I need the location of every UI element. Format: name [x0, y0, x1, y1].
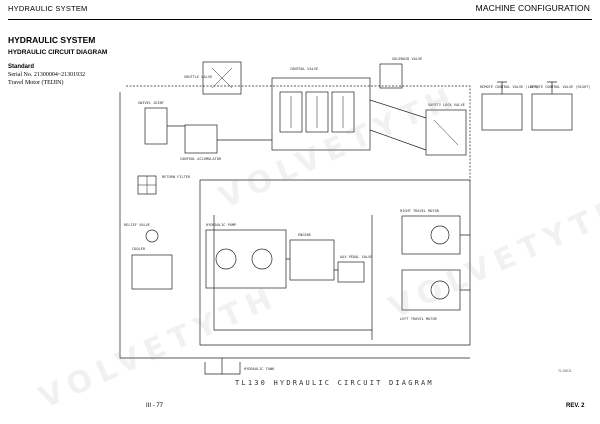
hydraulic-tank [204, 362, 241, 375]
cooler [131, 254, 173, 290]
header-section-name: HYDRAULIC SYSTEM [8, 4, 88, 13]
label-remote-right: REMOTE CONTROL VALVE (RIGHT) [530, 85, 591, 89]
label-swivel-joint: SWIVEL JOINT [138, 101, 165, 105]
pipe-d [286, 258, 338, 271]
pilot-line [126, 85, 471, 182]
shuttle-valve [202, 61, 242, 95]
diagram-reference-code: TL130J1 [558, 369, 572, 373]
header-rule [8, 19, 592, 20]
label-engine: ENGINE [298, 233, 311, 237]
pipe-a [167, 125, 272, 141]
main-circuit-line [199, 179, 471, 346]
remote-control-valve-left [481, 93, 523, 131]
label-control-accumulator: CONTROL ACCUMULATOR [180, 157, 222, 161]
label-cooler: COOLER [132, 247, 146, 251]
page-header: HYDRAULIC SYSTEM MACHINE CONFIGURATION [0, 0, 600, 26]
shuttle-valve-detail [211, 67, 233, 89]
label-safety-lock-valve: SAFETY LOCK VALVE [428, 103, 465, 107]
pump-2 [251, 248, 273, 270]
solenoid-valve [379, 63, 403, 89]
label-relief-valve: RELIEF VALVE [124, 223, 150, 227]
pump-1 [215, 248, 237, 270]
control-valve-arrows [290, 96, 344, 128]
label-aux-pedal: AUX PEDAL VALVE [340, 255, 372, 259]
relief-valve [145, 229, 159, 243]
safety-lock-valve [425, 109, 467, 156]
label-solenoid-valve: SOLENOID VALVE [392, 57, 422, 61]
return-filter-detail [138, 176, 156, 194]
label-return-filter: RETURN FILTER [162, 175, 191, 179]
control-accumulator [184, 124, 218, 154]
section-title: HYDRAULIC SYSTEM [8, 35, 96, 45]
remote-control-lever-right [547, 81, 557, 94]
safety-lock-valve-detail [433, 119, 459, 146]
label-hydraulic-pump: HYDRAULIC PUMP [206, 223, 236, 227]
aux-pedal-valve [337, 261, 365, 283]
header-chapter-name: MACHINE CONFIGURATION [475, 3, 590, 13]
return-line [119, 92, 470, 359]
page-number: III - 77 [146, 403, 164, 409]
configuration-label: Standard [8, 64, 35, 70]
remote-control-lever-left [497, 81, 507, 94]
label-remote-left: REMOTE CONTROL VALVE (LEFT) [480, 85, 538, 89]
right-travel-motor-symbol [430, 225, 450, 245]
label-left-travel-motor: LEFT TRAVEL MOTOR [400, 317, 438, 321]
supply-line-left [213, 215, 372, 331]
pipe-c [460, 234, 470, 291]
swivel-joint [144, 107, 168, 145]
hydraulic-pump-block [205, 229, 287, 289]
control-valve-spool-2 [305, 91, 329, 133]
label-hydraulic-tank: HYDRAULIC TANK [244, 367, 275, 371]
left-travel-motor-symbol [430, 280, 450, 300]
engine-block [289, 239, 335, 281]
revision-label: REV. 2 [566, 403, 585, 409]
diagram-caption: TL130 HYDRAULIC CIRCUIT DIAGRAM [235, 379, 434, 387]
travel-motor-note: Travel Motor (TEIJIN) [8, 80, 64, 86]
control-valve-spool-1 [279, 91, 303, 133]
label-control-valve: CONTROL VALVE [290, 67, 318, 71]
label-right-travel-motor: RIGHT TRAVEL MOTOR [400, 209, 440, 213]
serial-number-range: Serial No. 21300004~21301932 [8, 72, 86, 78]
subsection-title: HYDRAULIC CIRCUIT DIAGRAM [8, 49, 108, 56]
label-shuttle-valve: SHUTTLE VALVE [184, 75, 212, 79]
pipe-b [369, 99, 427, 151]
remote-control-valve-right [531, 93, 573, 131]
control-valve-spool-3 [331, 91, 355, 133]
control-valve-bank [271, 77, 371, 151]
